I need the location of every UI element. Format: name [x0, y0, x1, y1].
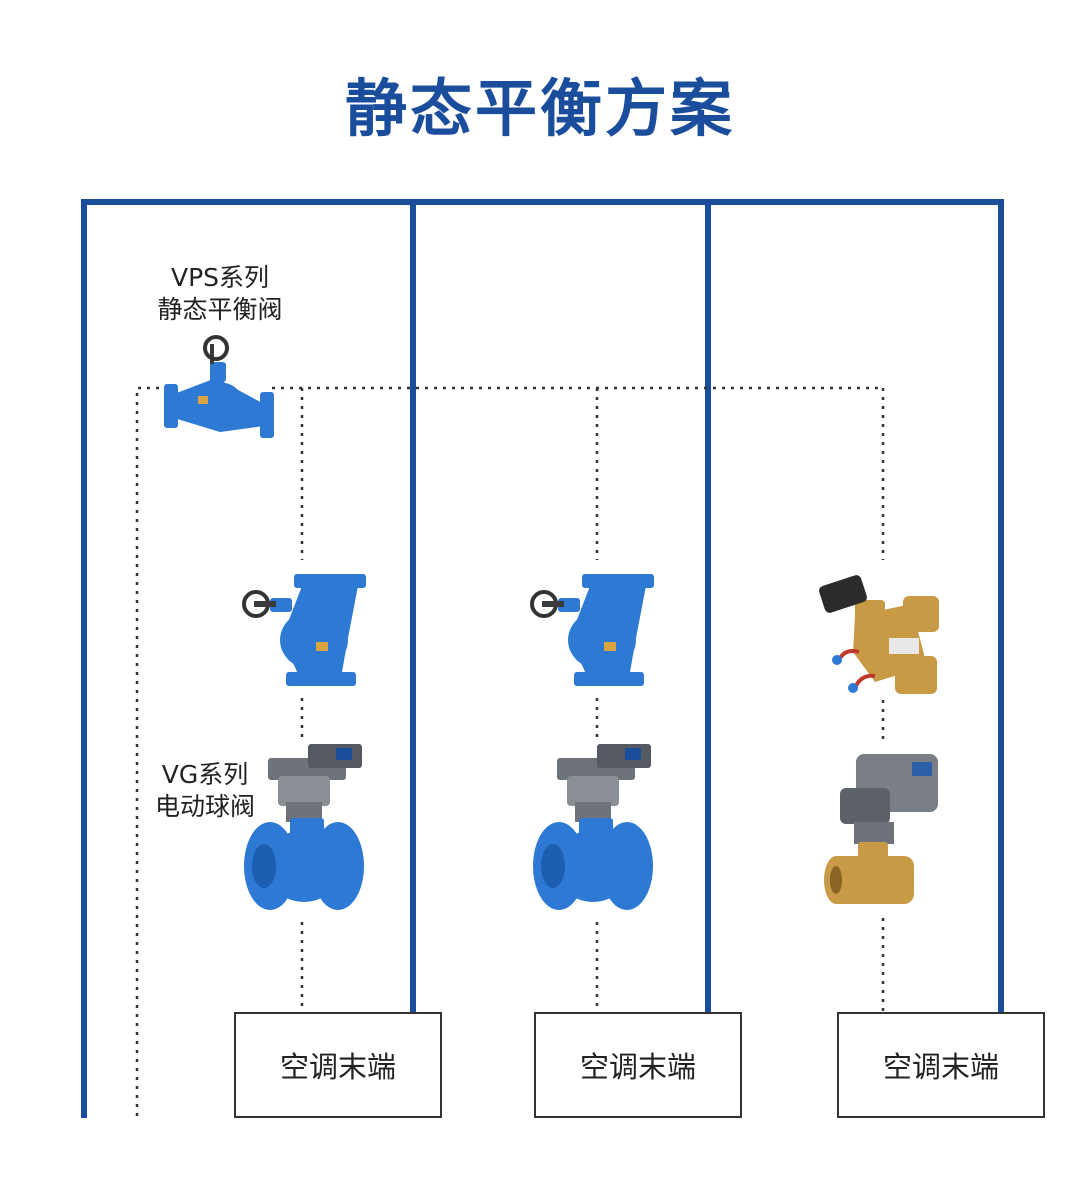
vps-name-text: 静态平衡阀	[157, 295, 283, 324]
terminal-unit-box: 空调末端	[234, 1012, 442, 1118]
terminal-unit-box: 空调末端	[837, 1012, 1045, 1118]
brass-balancing-valve	[819, 575, 939, 694]
vg-name-text: 电动球阀	[154, 792, 255, 821]
vg-valve-label: VG系列 电动球阀	[130, 759, 280, 823]
main-supply-pipe	[81, 199, 1004, 1118]
balancing-valve-1	[242, 574, 366, 686]
terminal-unit-box: 空调末端	[534, 1012, 742, 1118]
vg-series-text: VG系列	[161, 760, 249, 789]
vps-valve-label: VPS系列 静态平衡阀	[140, 262, 300, 326]
motorized-ball-valve-1	[244, 744, 364, 910]
motorized-ball-valve-2	[533, 744, 653, 910]
page-title: 静态平衡方案	[344, 72, 735, 145]
brass-motorized-ball-valve	[824, 754, 938, 904]
balancing-valve-2	[530, 574, 654, 686]
vps-main-balancing-valve	[164, 335, 274, 438]
return-line-main	[135, 386, 170, 1116]
vps-series-text: VPS系列	[170, 263, 270, 292]
